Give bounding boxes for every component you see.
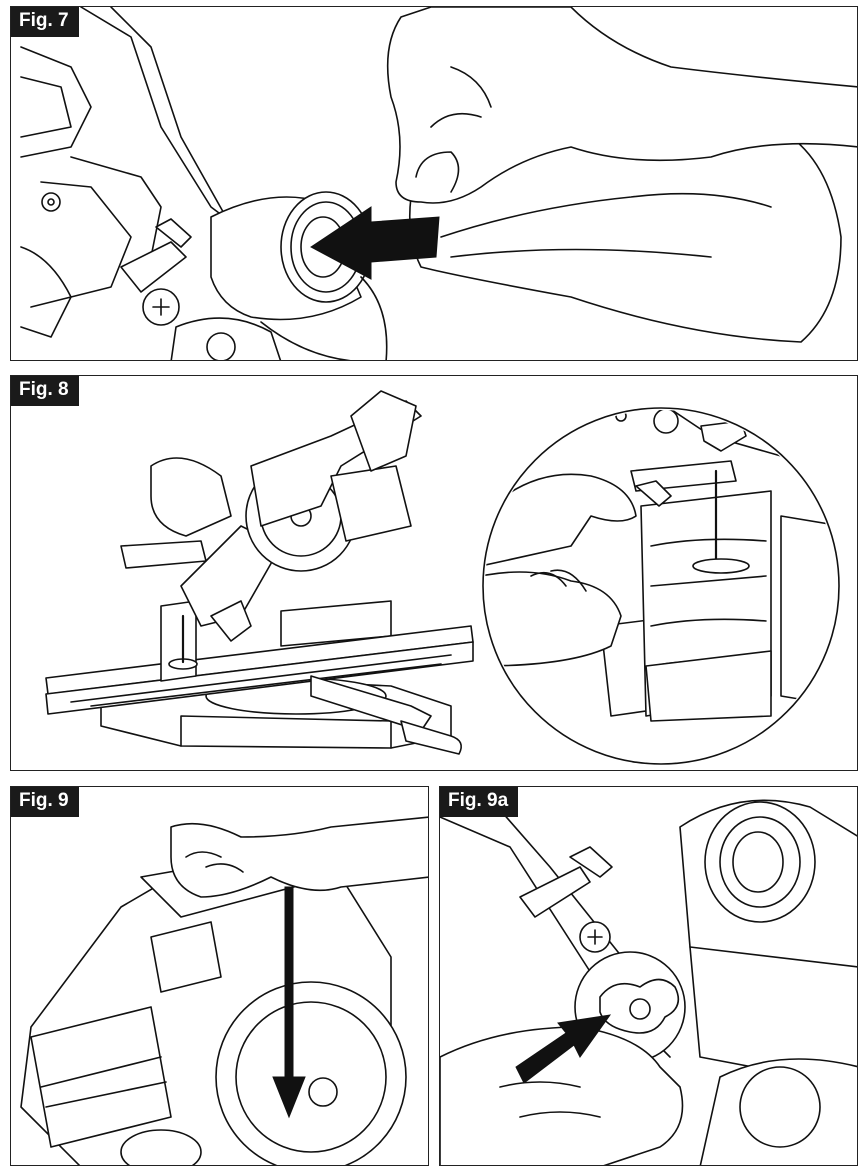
fig7-panel: Fig. 7	[10, 6, 858, 361]
fig7-illustration	[20, 7, 857, 360]
fig9-panel: Fig. 9	[10, 786, 429, 1166]
fig8-illustration	[45, 390, 840, 765]
fig9-illustration	[20, 816, 428, 1165]
fig8-panel: Fig. 8	[10, 375, 858, 771]
fig9a-label: Fig. 9a	[440, 787, 519, 817]
fig9a-panel: Fig. 9a	[439, 786, 858, 1166]
fig9-label: Fig. 9	[11, 787, 79, 817]
fig9a-illustration	[440, 787, 857, 1165]
fig7-label: Fig. 7	[11, 7, 79, 37]
fig8-label: Fig. 8	[11, 376, 79, 406]
